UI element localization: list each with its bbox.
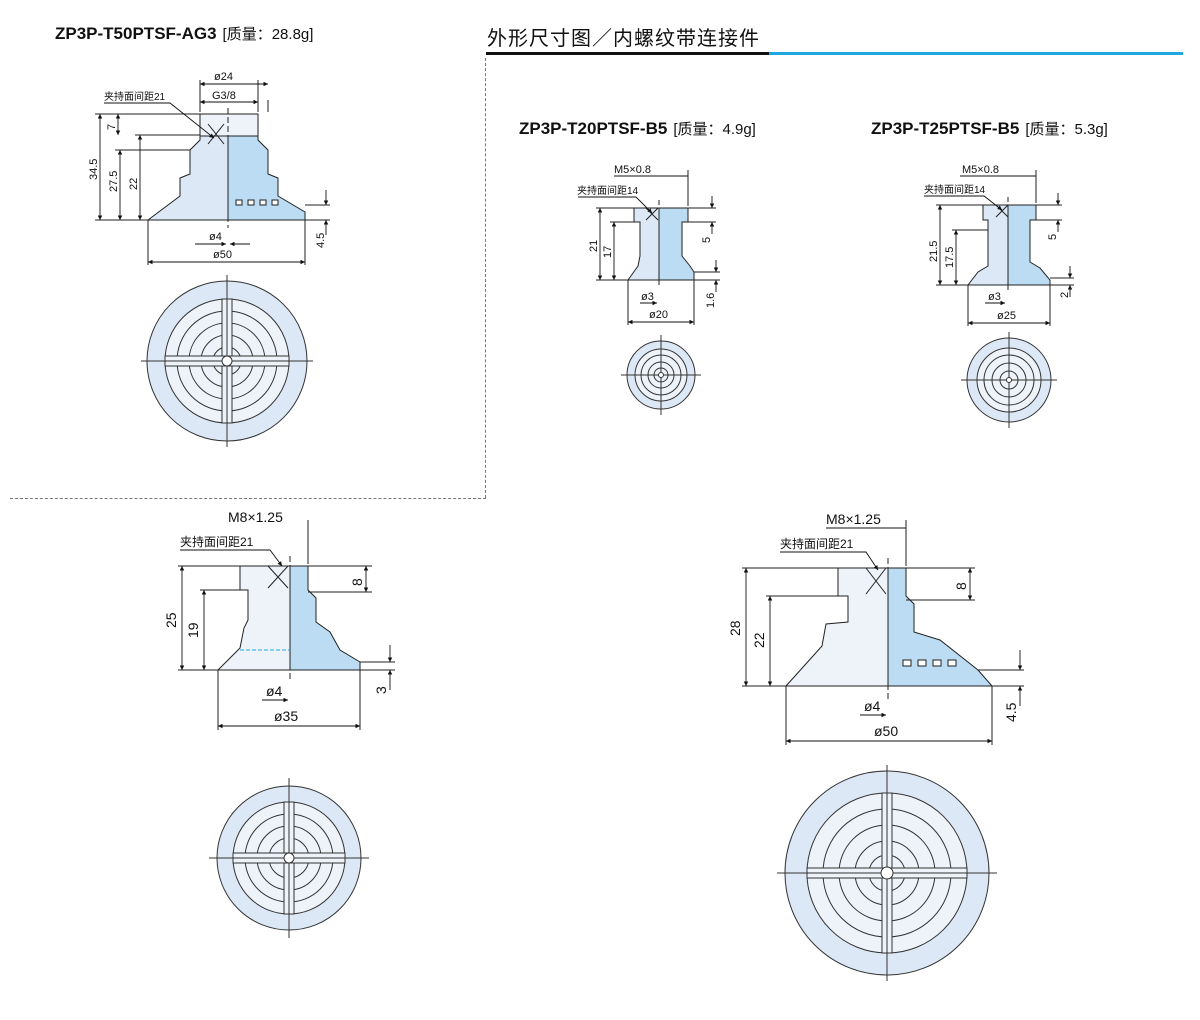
divider-dashed-horizontal [10,498,486,499]
dim-h4: 7 [106,124,118,130]
drawing-m8-50-side [742,520,1024,745]
drawing-m8-50-plan [777,765,997,981]
dim-hole: ø3 [641,291,654,303]
section-rule-accent [769,52,1183,55]
model-name: ZP3P-T20PTSF-B5 [519,119,668,138]
dim-wrench: 夹持面间距21 [180,534,254,549]
drawing-t20-dims [578,175,719,325]
divider-dashed-vertical [485,58,486,498]
dim-h1: 34.5 [88,159,100,180]
dim-hole: ø4 [266,683,283,699]
dim-pad-dia: ø20 [649,309,668,321]
dim-thread: M8×1.25 [826,511,881,527]
drawing-t50-ag3-plan [141,275,313,447]
section-rule-dark [486,52,769,55]
dim-bottom-h: 2 [1059,292,1071,298]
dim-thread: M5×0.8 [962,164,999,176]
drawing-t25-dims [924,175,1073,326]
drawing-t25-plan [961,332,1057,428]
dim-right-h: 8 [953,582,969,590]
dim-h2: 19 [185,622,201,638]
drawing-m8-35-dims [179,549,393,729]
drawing-t20-labels: M5×0.8 夹持面间距14 21 17 5 1.6 ø3 ø20 [577,164,717,321]
drawing-t20-plan [621,335,701,415]
dim-right-h: 5 [1047,234,1059,240]
dim-h1: 25 [163,612,179,628]
dim-wrench: 夹持面间距14 [577,184,639,197]
dim-pad-dia: ø50 [213,249,232,261]
dim-h1: 21.5 [928,241,940,262]
dim-bottom-h: 4.5 [315,233,327,248]
dim-pad-dia: ø50 [874,723,898,739]
dim-hole: ø3 [988,291,1001,303]
section-title: 外形尺寸图／内螺纹带连接件 [487,26,760,50]
dim-h3: 22 [128,178,140,190]
drawing-m8-35-labels: M8×1.25 夹持面间距21 25 19 8 3 ø4 ø35 [163,509,389,724]
drawing-m8-50-labels: M8×1.25 夹持面间距21 28 22 8 4.5 ø4 ø50 [727,511,1019,739]
model-title-t20: ZP3P-T20PTSF-B5 [质量：4.9g] [519,118,756,139]
dim-bottom-h: 3 [373,686,389,694]
dim-hole: ø4 [209,231,222,243]
dim-bottom-h: 1.6 [705,293,717,308]
drawing-m8-35-plan [209,778,369,938]
model-title-ag3: ZP3P-T50PTSF-AG3 [质量：28.8g] [55,23,313,44]
drawing-t50-ag3-dims [97,81,329,265]
dim-h1: 21 [588,240,600,252]
dim-h2: 17 [602,246,614,258]
dim-top-dia: ø24 [214,71,233,83]
dim-wrench: 夹持面间距14 [924,183,986,196]
dim-thread: M5×0.8 [614,164,651,176]
model-title-t25: ZP3P-T25PTSF-B5 [质量：5.3g] [871,118,1108,139]
dim-bottom-h: 4.5 [1003,702,1019,722]
dim-hole: ø4 [864,698,881,714]
dim-wrench: 夹持面间距21 [780,536,854,551]
model-mass: [质量：4.9g] [673,121,756,138]
model-mass: [质量：5.3g] [1025,121,1108,138]
dim-pad-dia: ø35 [274,708,298,724]
drawing-t20-side [596,170,720,325]
drawing-t50-ag3-labels: ø24 G3/8 夹持面间距21 34.5 27.5 22 7 4.5 ø4 ø… [88,71,327,261]
dim-wrench: 夹持面间距21 [104,90,166,103]
dim-pad-dia: ø25 [997,310,1016,322]
dim-thread: G3/8 [212,90,236,102]
dim-h2: 27.5 [108,171,120,192]
dim-right-h: 8 [349,578,365,586]
drawing-m8-50-dims [743,527,1023,744]
drawing-t25-labels: M5×0.8 夹持面间距14 21.5 17.5 5 2 ø3 ø25 [924,164,1071,322]
dim-h2: 22 [751,632,767,648]
dim-thread: M8×1.25 [228,509,283,525]
dim-h1: 28 [727,620,743,636]
dim-h2: 17.5 [944,247,956,268]
drawing-m8-35-side [178,520,395,730]
dim-right-h: 5 [701,237,713,243]
model-mass: [质量：28.8g] [222,26,314,43]
model-name: ZP3P-T25PTSF-B5 [871,119,1020,138]
model-name: ZP3P-T50PTSF-AG3 [55,24,217,43]
